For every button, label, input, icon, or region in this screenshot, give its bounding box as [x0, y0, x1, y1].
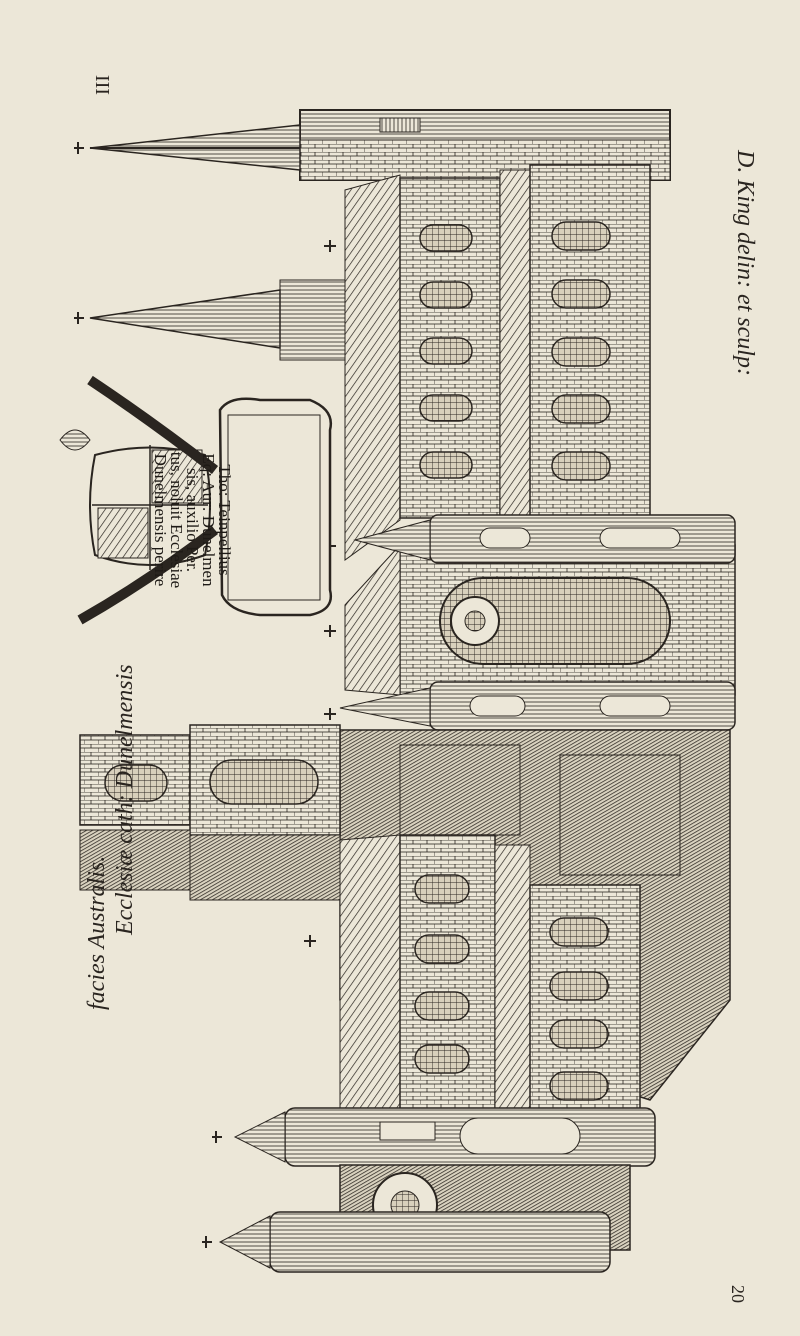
plate-title: Ecclesiæ cath: Dunelmensis: [112, 664, 138, 935]
west-towers: [218, 1107, 656, 1273]
coat-of-arms-icon: [59, 375, 219, 625]
plate-subtitle: facies Australis.: [84, 855, 110, 1010]
dedication-line: tus, noluit Ecclesiae: [167, 451, 186, 589]
cartouche-dedication: Tho: Teinpellius Eq: Aur: Dunelmen sis, …: [142, 420, 234, 620]
dedication-line: Tho: Teinpellius: [215, 464, 234, 576]
nave-windows: [414, 874, 609, 1101]
dedication-line: Eq: Aur: Dunelmen: [199, 453, 218, 587]
choir-windows: [419, 221, 611, 481]
cross-icon: [74, 142, 336, 1248]
dedication-line: sis, auxilio Per.: [183, 468, 202, 572]
cartouche: [218, 397, 333, 617]
engraver-credit: D. King delin: et sculp:: [732, 150, 758, 376]
plate-number: III: [92, 75, 114, 95]
dedication-line: Dunelmensis perire: [151, 453, 170, 587]
page-number: 20: [728, 1285, 748, 1303]
chapter-house: [79, 724, 341, 901]
transept: [339, 514, 736, 731]
spire: [89, 279, 346, 361]
